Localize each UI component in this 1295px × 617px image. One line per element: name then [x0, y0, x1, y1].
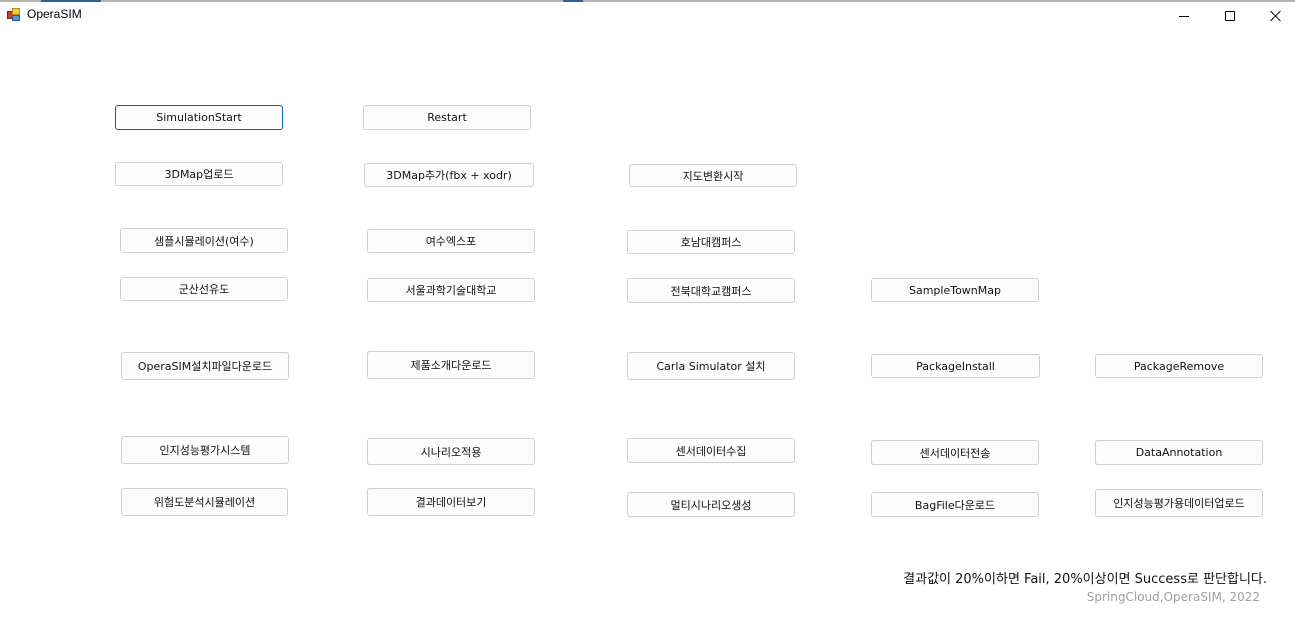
install-download-button[interactable]: OperaSIM설치파일다운로드 [121, 352, 289, 380]
minimize-button[interactable] [1161, 2, 1207, 30]
sensor-send-button[interactable]: 센서데이터전송 [871, 440, 1039, 465]
view-results-button[interactable]: 결과데이터보기 [367, 488, 535, 516]
map-add-button[interactable]: 3DMap추가(fbx + xodr) [364, 163, 534, 187]
seoultech-button[interactable]: 서울과학기술대학교 [367, 278, 535, 302]
sample-sim-yeosu-button[interactable]: 샘플시뮬레이션(여수) [120, 228, 288, 253]
taskbar-segment [563, 0, 583, 2]
package-remove-button[interactable]: PackageRemove [1095, 354, 1263, 378]
carla-install-button[interactable]: Carla Simulator 설치 [627, 352, 795, 380]
simulation-start-button[interactable]: SimulationStart [115, 105, 283, 130]
yeosu-expo-button[interactable]: 여수엑스포 [367, 229, 535, 253]
sample-town-map-button[interactable]: SampleTownMap [871, 278, 1039, 302]
map-upload-button[interactable]: 3DMap업로드 [115, 162, 283, 186]
eval-data-upload-button[interactable]: 인지성능평가용데이터업로드 [1095, 489, 1263, 517]
close-button[interactable] [1253, 2, 1295, 30]
title-bar[interactable]: OperaSIM [0, 2, 1295, 30]
risk-sim-button[interactable]: 위험도분석시뮬레이션 [121, 488, 288, 516]
sensor-collect-button[interactable]: 센서데이터수집 [627, 438, 795, 463]
honam-campus-button[interactable]: 호남대캠퍼스 [627, 230, 795, 254]
minimize-icon [1179, 15, 1189, 17]
credit-label: SpringCloud,OperaSIM, 2022 [1086, 590, 1260, 604]
window-title: OperaSIM [27, 7, 82, 21]
close-icon [1270, 10, 1282, 22]
product-intro-download-button[interactable]: 제품소개다운로드 [367, 351, 535, 379]
maximize-button[interactable] [1207, 2, 1253, 30]
taskbar-segment [41, 0, 101, 2]
gunsan-button[interactable]: 군산선유도 [120, 277, 288, 301]
apply-scenario-button[interactable]: 시나리오적용 [367, 438, 535, 465]
multi-scenario-button[interactable]: 멀티시나리오생성 [627, 492, 795, 517]
perception-eval-button[interactable]: 인지성능평가시스템 [121, 436, 289, 464]
package-install-button[interactable]: PackageInstall [871, 354, 1040, 378]
app-icon [7, 8, 21, 22]
bagfile-download-button[interactable]: BagFile다운로드 [871, 492, 1039, 517]
restart-button[interactable]: Restart [363, 105, 531, 130]
data-annotation-button[interactable]: DataAnnotation [1095, 440, 1263, 465]
result-criteria-note: 결과값이 20%이하면 Fail, 20%이상이면 Success로 판단합니다… [903, 572, 1267, 587]
maximize-icon [1225, 11, 1235, 21]
map-convert-button[interactable]: 지도변환시작 [629, 164, 797, 187]
jeonbuk-campus-button[interactable]: 전북대학교캠퍼스 [627, 278, 795, 303]
taskbar-edge [0, 0, 1295, 2]
